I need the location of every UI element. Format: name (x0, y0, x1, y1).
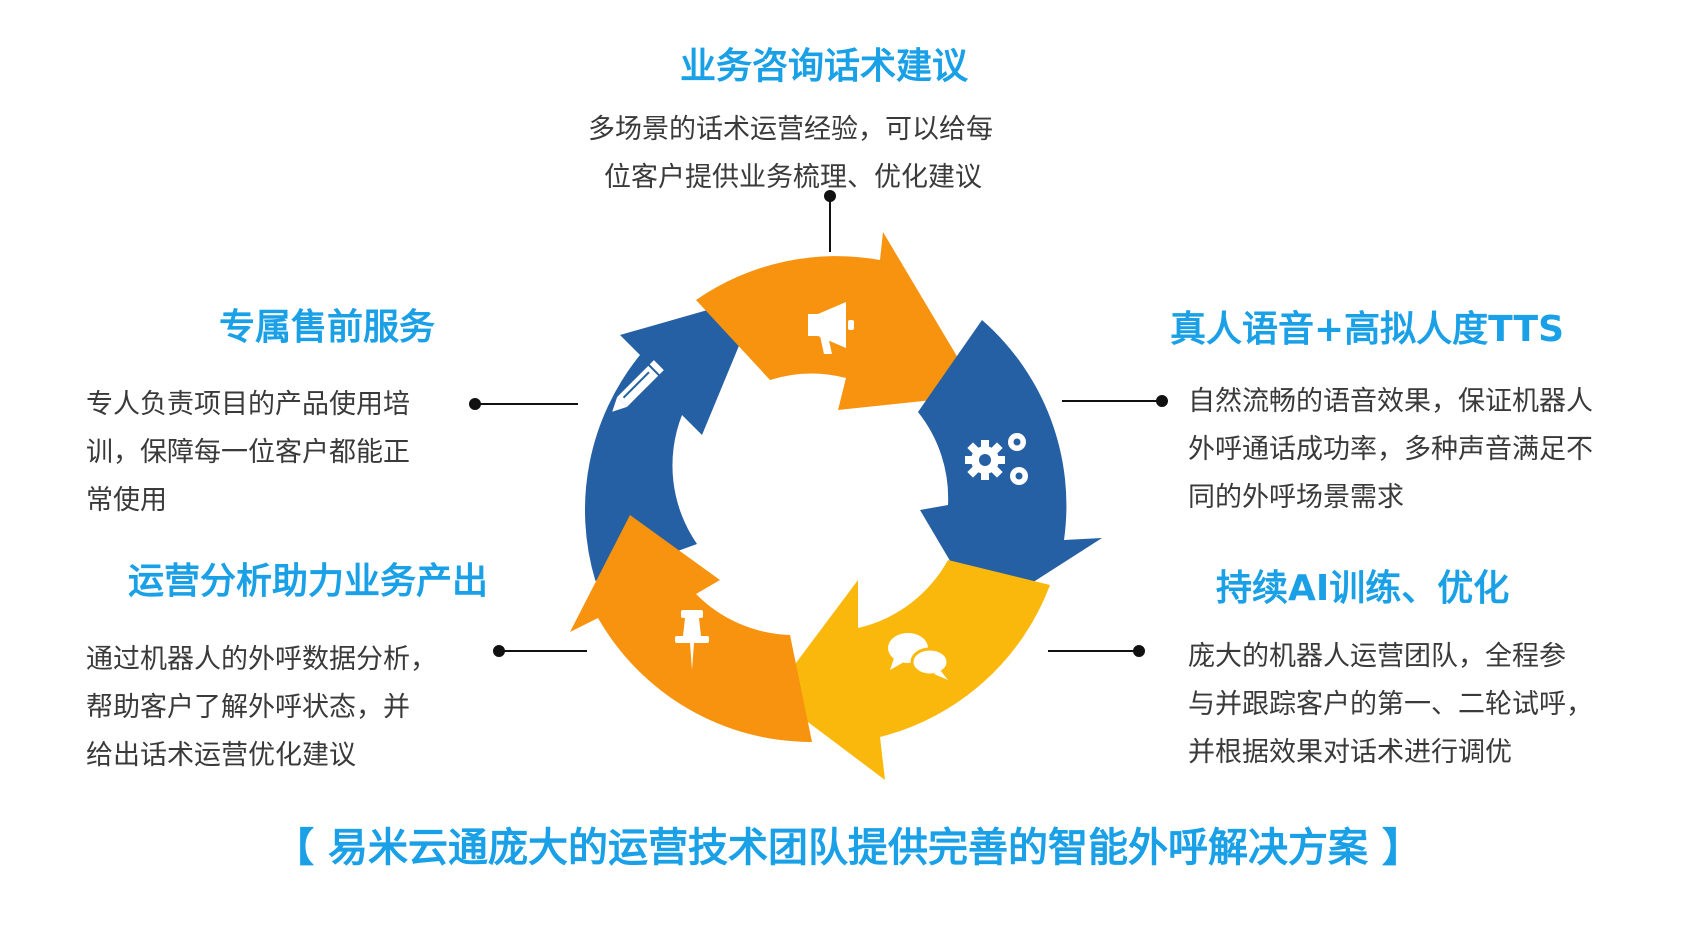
desc-line: 庞大的机器人运营团队，全程参 (1188, 641, 1566, 672)
section-desc-top: 多场景的话术运营经验，可以给每 位客户提供业务梳理、优化建议 (588, 106, 993, 202)
desc-line: 位客户提供业务梳理、优化建议 (604, 162, 982, 193)
section-title-right-top: 真人语音+高拟人度TTS (1170, 309, 1565, 350)
desc-line: 常使用 (86, 485, 167, 516)
connector-lines (469, 190, 1168, 657)
desc-line: 并根据效果对话术进行调优 (1188, 737, 1512, 768)
section-desc-right-top: 自然流畅的语音效果，保证机器人 外呼通话成功率，多种声音满足不 同的外呼场景需求 (1188, 378, 1593, 522)
section-title-top: 业务咨询话术建议 (680, 46, 969, 87)
section-title-left-bottom: 运营分析助力业务产出 (128, 561, 489, 602)
connector-right-top-dot (1156, 395, 1168, 407)
connector-top-dot (824, 190, 836, 202)
desc-line: 外呼通话成功率，多种声音满足不 (1188, 434, 1593, 465)
desc-line: 通过机器人的外呼数据分析， (86, 644, 437, 675)
chat-bubbles-icon (888, 633, 950, 680)
section-desc-left-bottom: 通过机器人的外呼数据分析， 帮助客户了解外呼状态，并 给出话术运营优化建议 (86, 636, 437, 780)
desc-line: 同的外呼场景需求 (1188, 482, 1404, 513)
connector-left-top-dot (469, 398, 481, 410)
section-title-right-bottom: 持续AI训练、优化 (1216, 568, 1510, 609)
section-desc-left-top: 专人负责项目的产品使用培 训，保障每一位客户都能正 常使用 (86, 381, 410, 525)
desc-line: 与并跟踪客户的第一、二轮试呼， (1188, 689, 1593, 720)
pushpin-icon (675, 610, 709, 670)
arrow-segment-bottom-right (772, 560, 1050, 780)
desc-line: 多场景的话术运营经验，可以给每 (588, 114, 993, 145)
desc-line: 帮助客户了解外呼状态，并 (86, 692, 410, 723)
section-title-left-top: 专属售前服务 (219, 307, 436, 348)
arrow-segment-left-top (584, 295, 760, 581)
desc-line: 训，保障每一位客户都能正 (86, 437, 410, 468)
desc-line: 给出话术运营优化建议 (86, 740, 356, 771)
arrow-segment-right (918, 320, 1102, 615)
desc-line: 专人负责项目的产品使用培 (86, 389, 410, 420)
footer-banner: 【 易米云通庞大的运营技术团队提供完善的智能外呼解决方案 】 (274, 825, 1422, 871)
megaphone-icon (808, 302, 854, 354)
pencil-icon (612, 360, 664, 412)
cycle-arrows (570, 232, 1102, 780)
connector-left-bottom-dot (493, 645, 505, 657)
section-desc-right-bottom: 庞大的机器人运营团队，全程参 与并跟踪客户的第一、二轮试呼， 并根据效果对话术进… (1188, 633, 1593, 777)
connector-right-bottom-dot (1133, 645, 1145, 657)
desc-line: 自然流畅的语音效果，保证机器人 (1188, 386, 1593, 417)
